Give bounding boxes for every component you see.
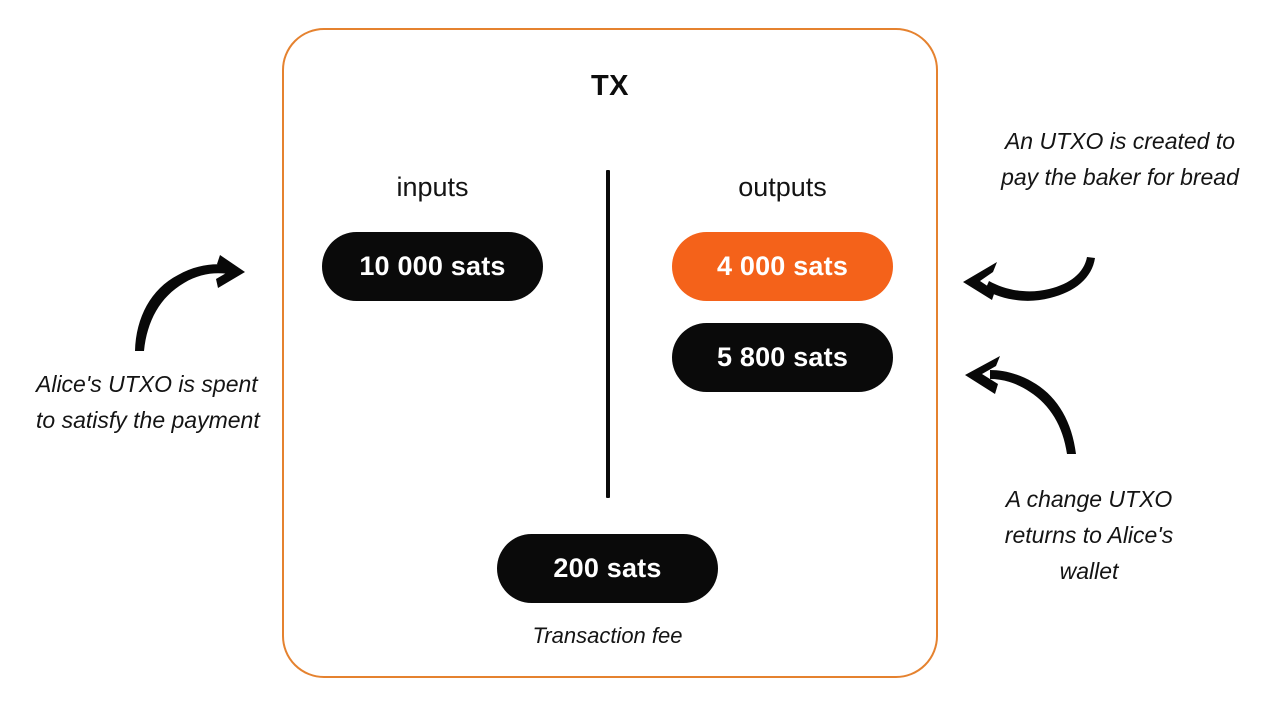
output-change-pill: 5 800 sats bbox=[672, 323, 893, 392]
annotation-top-right: An UTXO is created to pay the baker for … bbox=[1001, 128, 1239, 190]
output-payment-pill: 4 000 sats bbox=[672, 232, 893, 301]
tx-title: TX bbox=[590, 70, 630, 102]
transaction-fee-caption: Transaction fee bbox=[532, 623, 683, 648]
inputs-column-label: inputs bbox=[396, 172, 469, 202]
annotation-bottom-right: A change UTXO returns to Alice's wallet bbox=[1004, 486, 1174, 584]
input-utxo-pill: 10 000 sats bbox=[322, 232, 543, 301]
annotation-left: Alice's UTXO is spent to satisfy the pay… bbox=[36, 371, 260, 433]
transaction-fee-pill: 200 sats bbox=[497, 534, 718, 603]
inputs-outputs-divider bbox=[606, 170, 610, 498]
arrow-to-inputs-icon bbox=[135, 255, 245, 351]
arrow-to-payment-output-icon bbox=[963, 257, 1095, 301]
arrow-to-change-output-icon bbox=[965, 356, 1076, 454]
outputs-column-label: outputs bbox=[738, 172, 827, 202]
